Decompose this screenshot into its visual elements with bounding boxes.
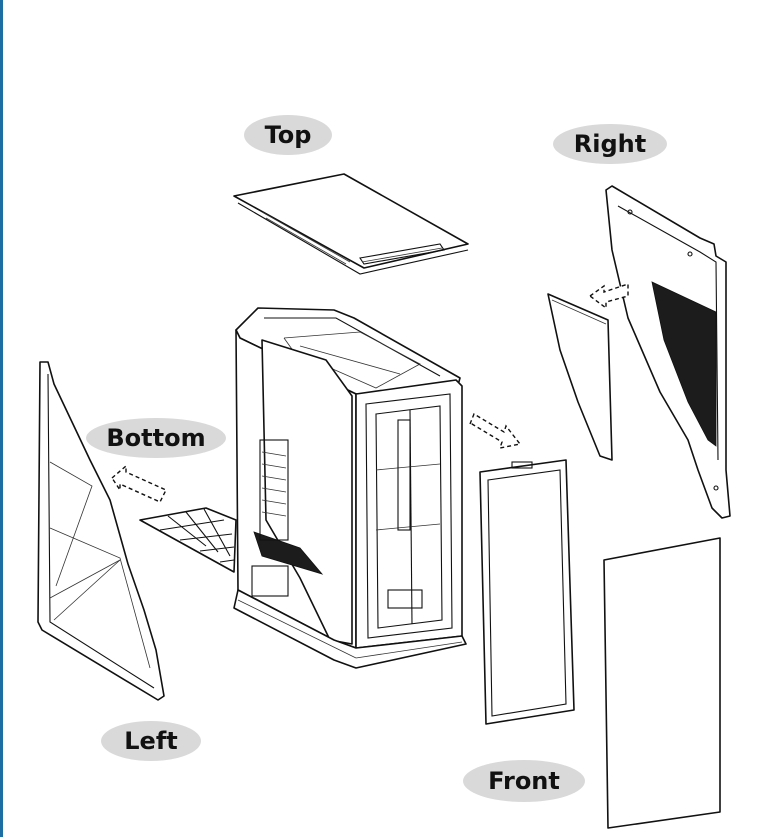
label-left: Left [101,721,201,761]
label-front: Front [463,760,585,802]
right-panel [605,185,731,519]
label-top-pill [244,115,332,155]
arrow-right-filter [588,283,629,310]
left-border-accent [0,0,3,837]
left-panel [37,361,165,701]
label-bottom-text: Bottom [106,424,205,452]
label-left-text: Left [124,727,177,755]
label-top: Top [244,115,332,155]
label-right-pill [553,124,667,164]
label-right: Right [553,124,667,164]
label-bottom-pill [86,418,226,458]
label-right-text: Right [574,130,646,158]
front-dust-filter [479,459,575,725]
arrow-front-filter [468,412,522,449]
label-top-text: Top [265,121,312,149]
front-panel [603,537,721,829]
label-front-text: Front [488,767,560,795]
label-left-pill [101,721,201,761]
expansion-slots [259,439,289,541]
label-bottom: Bottom [86,418,226,458]
right-dust-filter [547,293,613,461]
label-front-pill [463,760,585,802]
chassis [233,307,467,669]
top-panel [233,173,469,275]
bottom-dust-filter [139,507,237,573]
arrow-bottom-filter [111,464,167,503]
